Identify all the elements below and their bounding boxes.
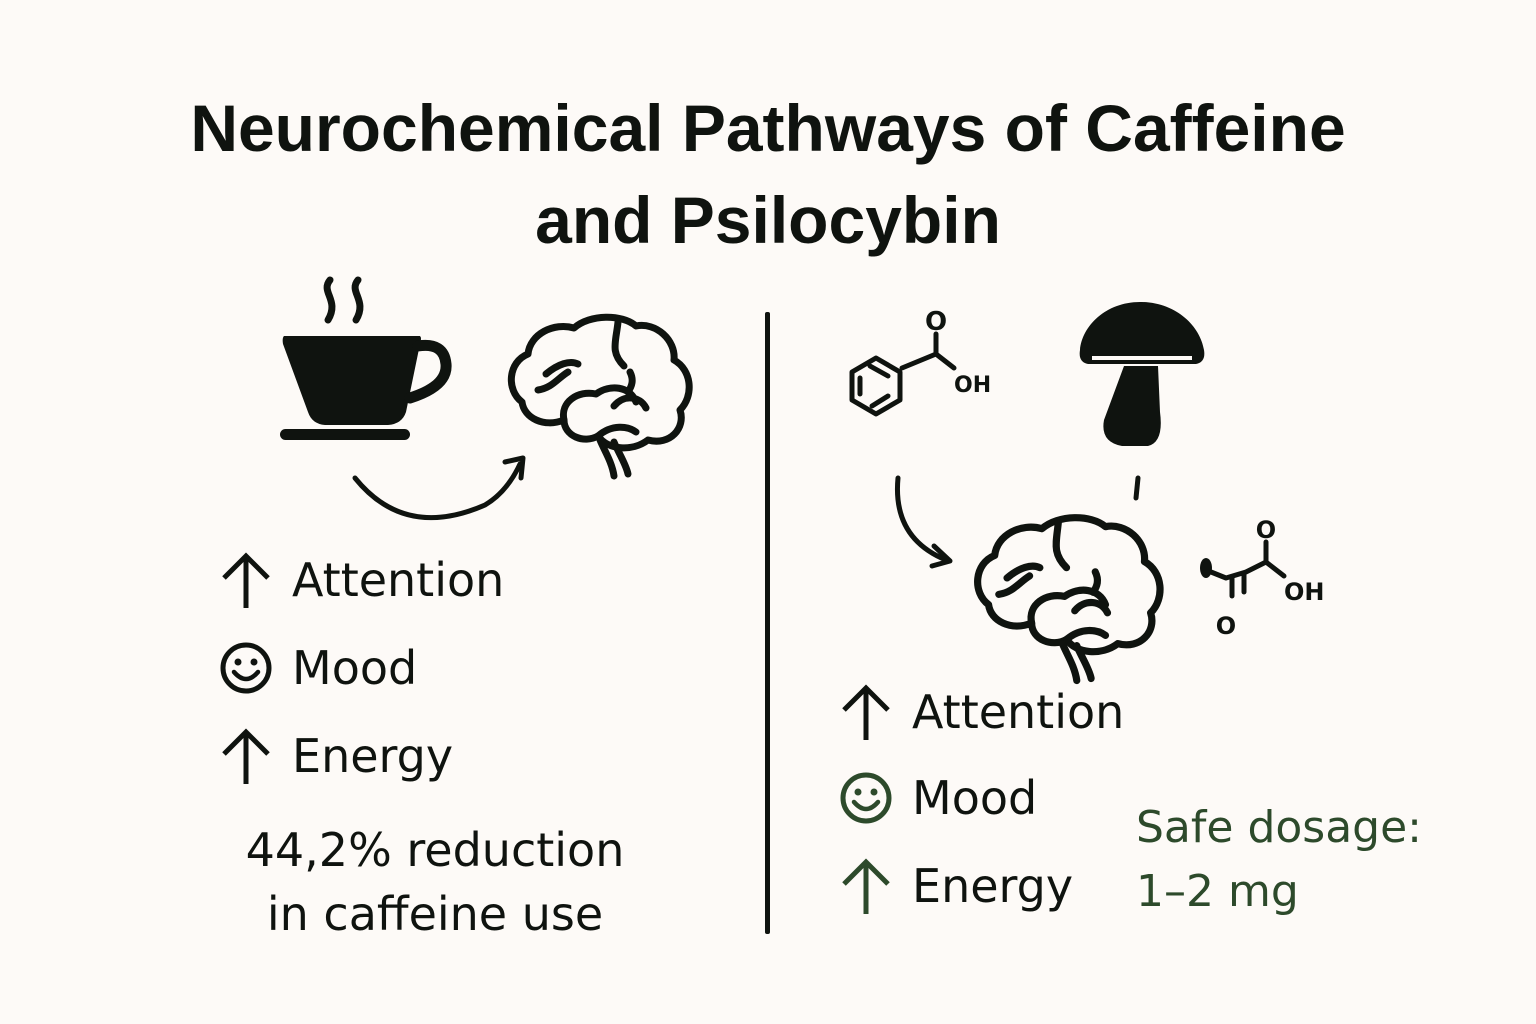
effect-energy: Energy	[216, 728, 453, 784]
panel-divider	[765, 312, 770, 934]
benzoic-acid-structure-icon: O OH	[844, 307, 1024, 450]
effect-mood: Mood	[836, 770, 1037, 826]
stat-line-1: 44,2% reduction	[245, 823, 625, 877]
chem-label-oh: OH	[1284, 578, 1325, 606]
arrow-up-icon	[836, 684, 896, 740]
safe-dosage-note: Safe dosage: 1–2 mg	[1136, 796, 1422, 924]
smiley-icon	[216, 640, 276, 696]
chem-label-o: O	[1216, 612, 1236, 640]
caffeine-reduction-stat: 44,2% reduction in caffeine use	[200, 818, 670, 946]
arrow-up-icon	[216, 728, 276, 784]
stat-line-2: in caffeine use	[266, 887, 604, 941]
title-line-2: and Psilocybin	[535, 183, 1001, 257]
brain-icon	[500, 312, 695, 482]
chem-label-o: O	[1256, 516, 1276, 544]
effect-label: Mood	[292, 641, 418, 695]
chem-label-o: O	[925, 307, 947, 337]
dosage-line-2: 1–2 mg	[1136, 866, 1299, 917]
effect-label: Energy	[912, 859, 1074, 913]
curved-arrow-icon	[884, 470, 984, 570]
effect-label: Attention	[912, 685, 1125, 739]
chem-label-oh: OH	[954, 373, 991, 398]
effect-label: Attention	[292, 553, 505, 607]
effect-mood: Mood	[216, 640, 417, 696]
mushroom-icon	[1078, 302, 1208, 502]
caffeine-panel: Attention Mood Energy 44,2% reduction in…	[0, 0, 760, 1024]
carboxylic-acid-structure-icon: O OH O	[1196, 516, 1346, 640]
effect-attention: Attention	[836, 684, 1124, 740]
title-line-1: Neurochemical Pathways of Caffeine	[190, 91, 1346, 165]
page-title: Neurochemical Pathways of Caffeine and P…	[0, 82, 1536, 266]
brain-icon	[966, 512, 1166, 687]
arrow-up-icon	[216, 552, 276, 608]
psilocybin-panel: O OH	[776, 0, 1536, 1024]
effect-label: Mood	[912, 771, 1038, 825]
effect-attention: Attention	[216, 552, 504, 608]
curved-arrow-icon	[345, 450, 535, 525]
arrow-up-icon	[836, 858, 896, 914]
effect-energy: Energy	[836, 858, 1073, 914]
smiley-icon	[836, 770, 896, 826]
coffee-cup-icon	[270, 272, 452, 447]
dosage-line-1: Safe dosage:	[1136, 802, 1422, 853]
effect-label: Energy	[292, 729, 454, 783]
